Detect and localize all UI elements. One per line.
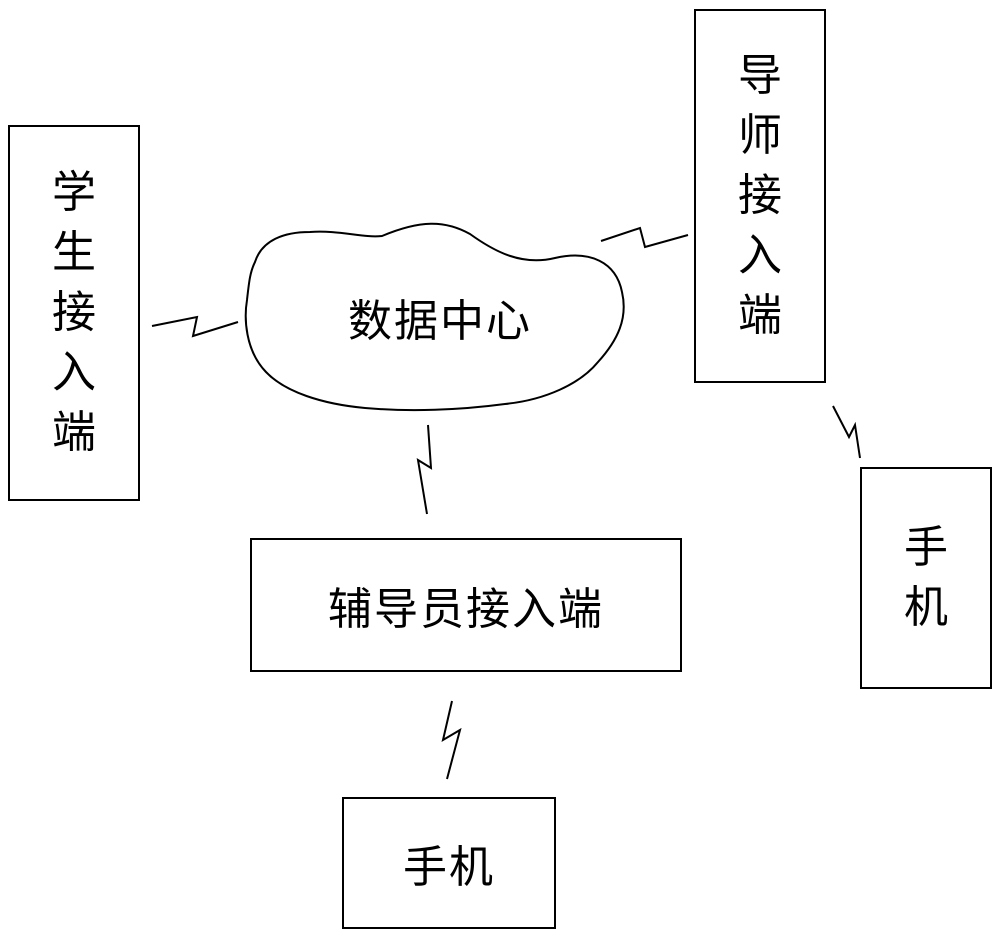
- phone-bottom-box: 手机: [342, 797, 556, 929]
- teacher-terminal-box: 导师接入端: [694, 9, 826, 383]
- phone-right-box: 手机: [860, 467, 992, 689]
- label-char: 学: [52, 167, 96, 218]
- label-char: 端: [52, 407, 96, 458]
- label-char: 入: [738, 230, 782, 281]
- student-terminal-box: 学生接入端: [8, 125, 140, 501]
- data-center-label: 数据中心: [348, 296, 532, 347]
- link-student-datacenter: [151, 315, 239, 338]
- phone-right-label: 手机: [904, 518, 948, 638]
- label-char: 手: [904, 522, 948, 573]
- label-char: 导: [738, 50, 782, 101]
- link-teacher-datacenter: [600, 226, 689, 249]
- student-terminal-label: 学生接入端: [52, 163, 96, 463]
- label-char: 接: [52, 287, 96, 338]
- link-counselor-datacenter: [416, 424, 433, 515]
- label-char: 接: [738, 170, 782, 221]
- phone-bottom-label: 手机: [403, 842, 495, 893]
- counselor-terminal-label: 辅导员接入端: [328, 584, 604, 635]
- link-counselor-phone: [441, 700, 462, 780]
- link-teacher-phone: [832, 405, 861, 459]
- teacher-terminal-label: 导师接入端: [738, 46, 782, 346]
- counselor-terminal-box: 辅导员接入端: [250, 538, 682, 672]
- data-center-cloud: [244, 222, 625, 412]
- label-char: 生: [52, 227, 96, 278]
- label-char: 入: [52, 347, 96, 398]
- label-char: 机: [904, 582, 948, 633]
- label-char: 师: [738, 110, 782, 161]
- label-char: 端: [738, 290, 782, 341]
